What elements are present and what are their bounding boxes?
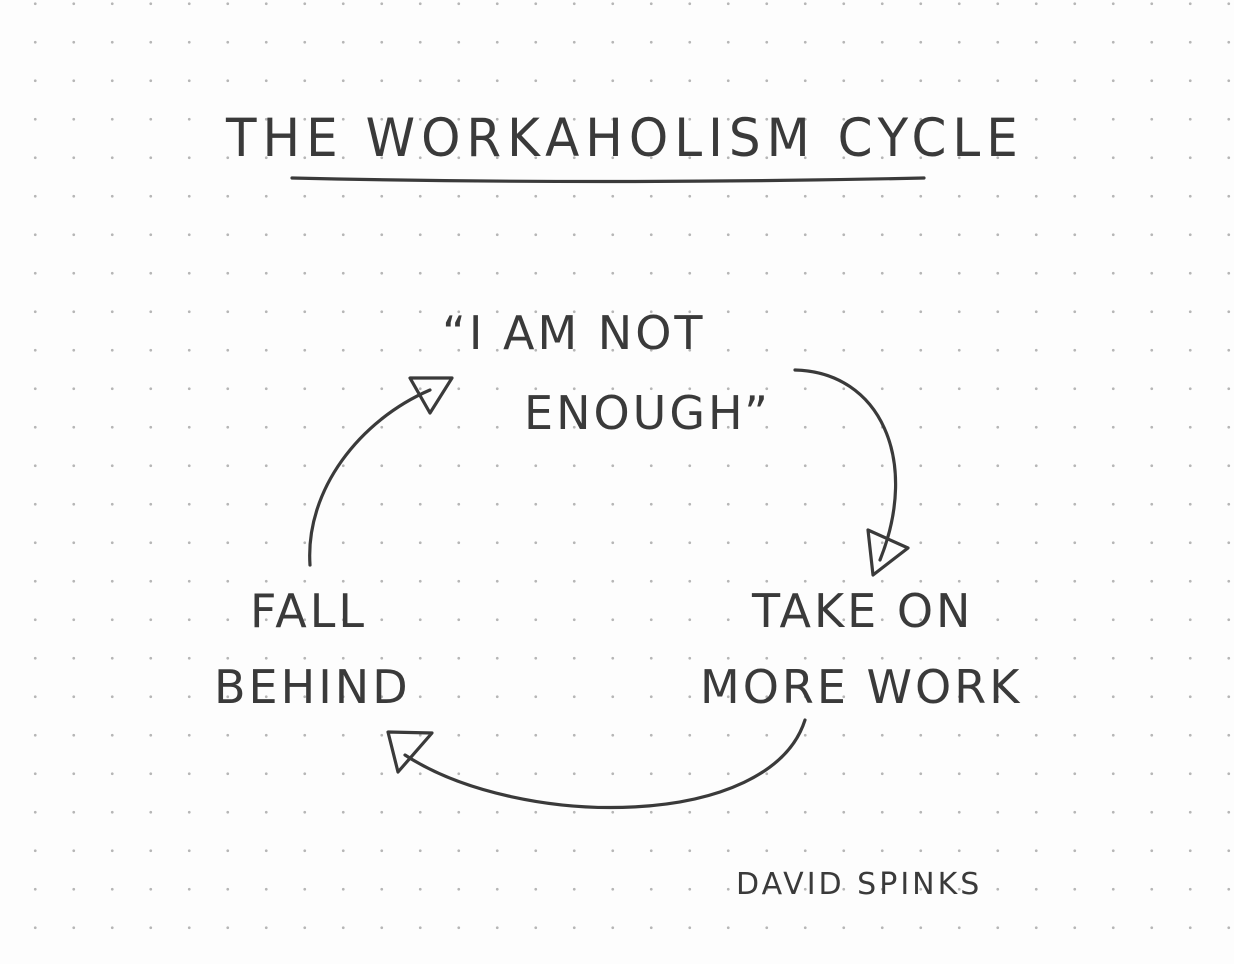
arrowhead-top xyxy=(408,376,454,415)
arrow-right-to-left xyxy=(403,718,807,810)
node-fall-behind-line2: BEHIND xyxy=(214,660,411,714)
arrow-top-to-right xyxy=(793,368,898,562)
node-take-on-more-work-line2: MORE WORK xyxy=(700,660,1023,714)
node-not-enough-line1: “I AM NOT xyxy=(442,306,706,360)
arrowhead-left xyxy=(386,730,434,774)
node-take-on-more-work-line1: TAKE ON xyxy=(752,584,974,638)
arrowhead-right xyxy=(866,528,910,577)
node-not-enough-line2: ENOUGH” xyxy=(524,386,772,440)
node-fall-behind-line1: FALL xyxy=(250,584,367,638)
author-signature: DAVID SPINKS xyxy=(736,867,983,902)
arrow-left-to-top xyxy=(308,388,432,567)
title-underline xyxy=(290,176,926,184)
diagram-title: THE WORKAHOLISM CYCLE xyxy=(226,107,1024,169)
